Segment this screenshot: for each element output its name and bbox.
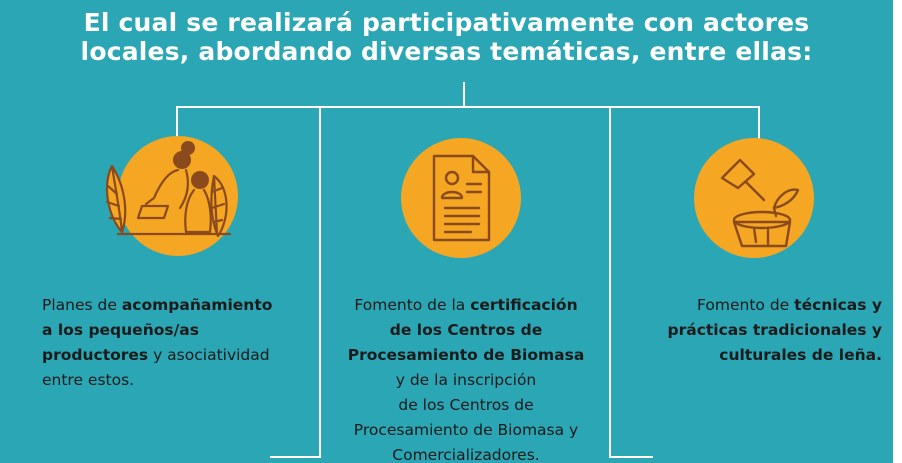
connector-bottom-right <box>609 456 653 458</box>
item-2-text: Fomento de la certificación de los Centr… <box>332 293 600 463</box>
title-line-1: El cual se realizará participativamente … <box>83 8 810 37</box>
item-line: culturales de leña. <box>719 346 882 364</box>
connector-horizontal <box>176 106 760 108</box>
item-line: Comercializadores. <box>392 446 540 463</box>
workers-with-plants-icon <box>105 136 238 256</box>
item-line: prácticas tradicionales y <box>667 321 883 339</box>
item-line: Procesamiento de Biomasa y <box>353 421 579 439</box>
item-line: Fomento de técnicas y <box>697 296 882 314</box>
item-1-text: Planes de acompañamiento a los pequeños/… <box>42 293 312 393</box>
connector-trunk <box>463 82 465 108</box>
axe-stump-icon <box>694 138 814 258</box>
item-line: entre estos. <box>42 371 135 389</box>
item-line: de los Centros de <box>389 321 543 339</box>
page-title: El cual se realizará participativamente … <box>0 8 893 66</box>
connector-divider-right <box>609 106 611 458</box>
connector-divider-left <box>319 106 321 458</box>
item-line: a los pequeños/as <box>42 321 199 339</box>
title-line-2: locales, abordando diversas temáticas, e… <box>80 37 813 66</box>
certificate-document-icon <box>401 138 521 258</box>
item-line: Procesamiento de Biomasa <box>347 346 585 364</box>
item-line: Fomento de la certificación <box>354 296 578 314</box>
item-line: productores y asociatividad <box>42 346 270 364</box>
item-line: y de la inscripción <box>395 371 537 389</box>
connector-left-drop <box>176 106 178 144</box>
connector-right-drop <box>758 106 760 144</box>
item-3-text: Fomento de técnicas y prácticas tradicio… <box>600 293 883 368</box>
connector-bottom-left <box>270 456 321 458</box>
item-line: de los Centros de <box>398 396 534 414</box>
item-line: Planes de acompañamiento <box>42 296 273 314</box>
